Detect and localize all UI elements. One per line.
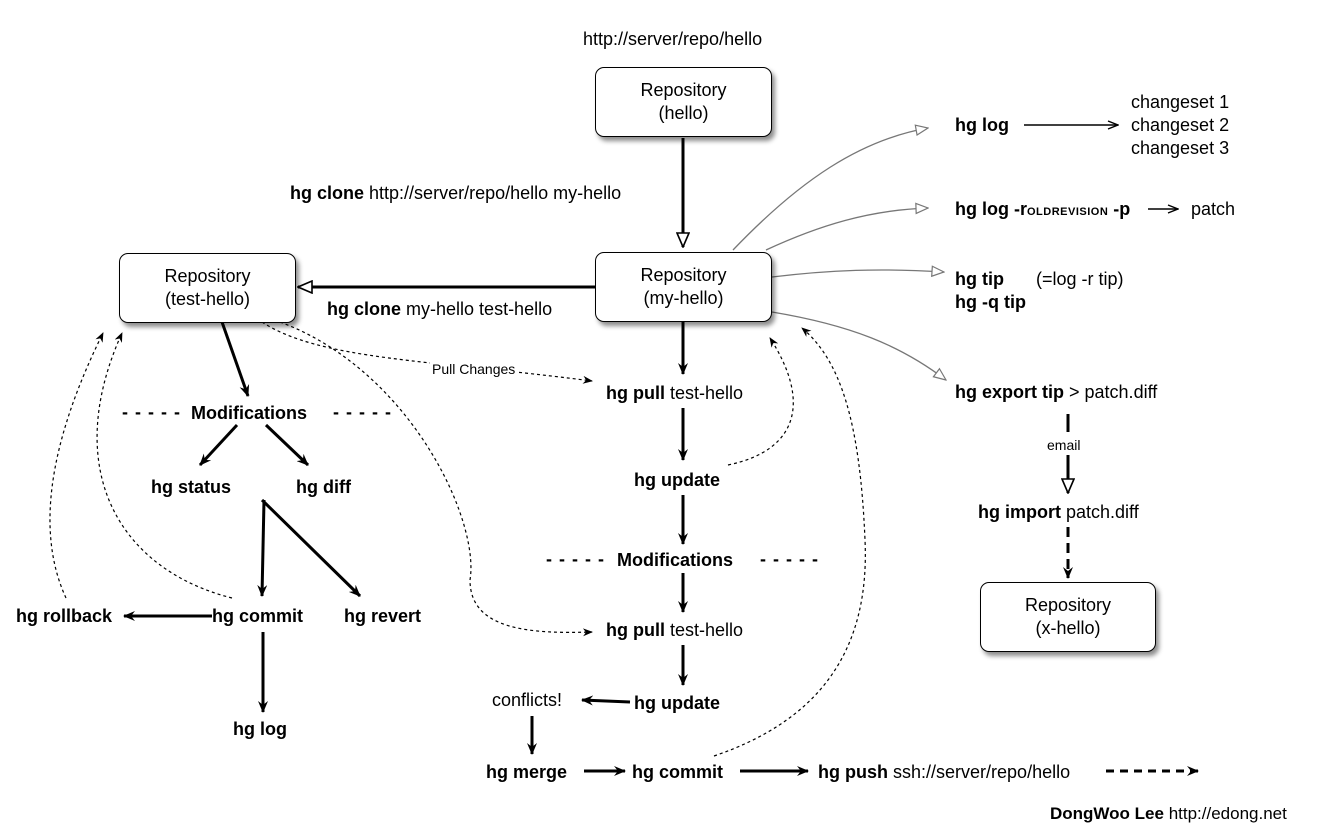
pull-changes-label: Pull Changes <box>430 358 518 380</box>
pull-cmd: hg pull <box>606 383 665 403</box>
repository-hello: Repository (hello) <box>595 67 772 137</box>
log-r-p: -p <box>1113 199 1131 219</box>
hg-q-tip: hg -q tip <box>955 292 1026 312</box>
conflicts-label: conflicts! <box>492 690 563 710</box>
left-hg-revert: hg revert <box>344 606 422 626</box>
right-hg-log: hg log <box>955 115 1009 135</box>
patch-label: patch <box>1191 199 1236 219</box>
credit-url: http://edong.net <box>1168 804 1287 823</box>
dotted-rollback-test <box>49 332 104 599</box>
repo-name: (my-hello) <box>643 288 724 308</box>
clone-main-label: hg clone http://server/repo/hello my-hel… <box>290 182 621 204</box>
mid-hg-commit: hg commit <box>632 762 724 782</box>
repository-my-hello: Repository (my-hello) <box>595 252 772 322</box>
pull-cmd: hg pull <box>606 620 665 640</box>
repo-name: (x-hello) <box>1035 618 1101 638</box>
left-hg-commit: hg commit <box>212 606 304 626</box>
push-cmd: hg push <box>818 762 888 782</box>
arrow-update2-conflicts <box>581 695 631 706</box>
repo-title: Repository <box>164 266 251 286</box>
import-cmd: hg import <box>978 502 1061 522</box>
changeset-3: changeset 3 <box>1131 138 1230 158</box>
pull-args: test-hello <box>670 383 744 403</box>
clone-test-label: hg clone my-hello test-hello <box>327 298 552 320</box>
clone-cmd: hg clone <box>290 183 365 203</box>
left-hg-diff: hg diff <box>296 477 351 497</box>
repo-name: (hello) <box>658 103 709 123</box>
tip-note: (=log -r tip) <box>1036 269 1124 289</box>
hg-tip: hg tip <box>955 269 1004 289</box>
export-args: > patch.diff <box>1069 382 1158 402</box>
mid-hg-update-2: hg update <box>634 693 720 713</box>
export-cmd: hg export tip <box>955 382 1064 402</box>
log-r-sub: OLDREVISION <box>1026 206 1109 218</box>
hg-log-r-p: hg log -rOLDREVISION -p <box>955 198 1130 223</box>
repo-title: Repository <box>640 80 727 100</box>
repository-test-hello: Repository (test-hello) <box>119 253 296 323</box>
clone-cmd: hg clone <box>327 299 402 319</box>
arrow-test-modifications <box>220 321 250 397</box>
left-mod-dashes-l: - - - - - <box>122 402 181 422</box>
mid-hg-push: hg push ssh://server/repo/hello <box>818 761 1070 783</box>
repo-title: Repository <box>640 265 727 285</box>
email-label: email <box>1047 437 1081 453</box>
left-hg-status: hg status <box>151 477 232 497</box>
repo-url: http://server/repo/hello <box>583 29 763 49</box>
mid-mod-dashes-r: - - - - - <box>760 549 819 569</box>
left-hg-log: hg log <box>233 719 287 739</box>
mid-modifications: Modifications <box>617 550 733 570</box>
repo-title: Repository <box>1024 595 1112 615</box>
arrow-to-export <box>771 311 946 380</box>
push-args: ssh://server/repo/hello <box>893 762 1071 782</box>
hg-import: hg import patch.diff <box>978 501 1139 523</box>
pull-args: test-hello <box>670 620 744 640</box>
left-mod-dashes-r: - - - - - <box>333 402 392 422</box>
arrow-mod-diff <box>264 423 310 467</box>
clone-args: http://server/repo/hello my-hello <box>369 183 622 203</box>
mid-hg-merge: hg merge <box>486 762 568 782</box>
changeset-1: changeset 1 <box>1131 92 1230 112</box>
dotted-pull-changes <box>261 321 593 384</box>
arrow-to-log <box>732 128 928 251</box>
credit: DongWoo Lee http://edong.net <box>1050 803 1287 825</box>
left-modifications: Modifications <box>191 403 307 423</box>
mid-hg-update-1: hg update <box>634 470 720 490</box>
arrow-to-revert <box>260 498 362 598</box>
mid-hg-pull-1: hg pull test-hello <box>606 382 743 404</box>
repo-name: (test-hello) <box>164 289 251 309</box>
hg-export: hg export tip > patch.diff <box>955 381 1157 403</box>
changeset-2: changeset 2 <box>1131 115 1230 135</box>
clone-args: my-hello test-hello <box>406 299 553 319</box>
left-hg-rollback: hg rollback <box>16 606 113 626</box>
mid-hg-pull-2: hg pull test-hello <box>606 619 743 641</box>
mid-mod-dashes-l: - - - - - <box>546 549 605 569</box>
dotted-commit-test <box>96 332 233 599</box>
import-args: patch.diff <box>1066 502 1139 522</box>
arrow-to-log-r <box>765 208 928 251</box>
log-r-cmd: hg log -r <box>955 199 1027 219</box>
arrow-status-commit-revert <box>257 499 268 597</box>
repository-x-hello: Repository (x-hello) <box>980 582 1156 652</box>
arrow-to-tip <box>771 270 944 278</box>
credit-name: DongWoo Lee <box>1050 804 1164 823</box>
arrow-mod-status <box>198 423 239 467</box>
